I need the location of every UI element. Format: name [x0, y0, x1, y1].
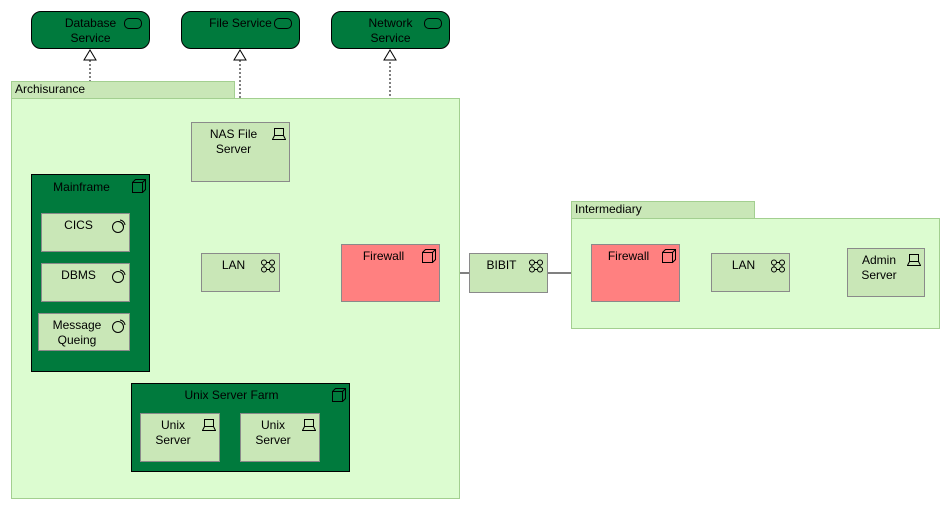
bibit-node[interactable]: BIBIT [469, 253, 548, 293]
file-service[interactable]: File Service [181, 11, 300, 49]
intermediary-group-label: Intermediary [575, 202, 642, 216]
admin-server-label: Admin Server [861, 253, 897, 282]
archisurance-group-tab[interactable]: Archisurance [11, 81, 235, 99]
message-queing-label: Message Queing [52, 318, 102, 347]
node-icon [332, 388, 346, 402]
database-service[interactable]: Database Service [31, 11, 150, 49]
admin-server-node[interactable]: Admin Server [847, 248, 925, 297]
lan-left-label: LAN [221, 258, 246, 272]
cics-node[interactable]: CICS [41, 213, 130, 252]
intermediary-group-tab[interactable]: Intermediary [571, 201, 755, 219]
service-icon [424, 18, 442, 29]
mainframe-label: Mainframe [53, 180, 110, 194]
dbms-node[interactable]: DBMS [41, 263, 130, 302]
database-service-label: Database Service [64, 16, 117, 45]
bibit-label: BIBIT [486, 258, 517, 272]
device-icon [202, 419, 216, 431]
archisurance-group-label: Archisurance [15, 82, 86, 96]
node-icon [422, 249, 436, 263]
firewall-left-label: Firewall [362, 249, 405, 263]
unix-server-2-node[interactable]: Unix Server [240, 413, 320, 462]
lan-right-node[interactable]: LAN [711, 253, 790, 292]
firewall-right-node[interactable]: Firewall [591, 244, 680, 302]
device-icon [907, 254, 921, 266]
nas-file-server[interactable]: NAS File Server [191, 122, 290, 182]
node-icon [132, 179, 146, 193]
system-software-icon [112, 319, 126, 333]
device-icon [302, 419, 316, 431]
unix-server-2-label: Unix Server [255, 418, 291, 447]
firewall-left-node[interactable]: Firewall [341, 244, 440, 302]
service-icon [124, 18, 142, 29]
cics-label: CICS [64, 218, 93, 232]
unix-server-farm-label: Unix Server Farm [184, 388, 279, 402]
network-service[interactable]: Network Service [331, 11, 450, 49]
message-queing-node[interactable]: Message Queing [38, 313, 130, 351]
communication-network-icon [771, 259, 785, 273]
nas-file-server-label: NAS File Server [209, 127, 258, 156]
unix-server-1-node[interactable]: Unix Server [140, 413, 220, 462]
file-service-label: File Service [209, 16, 272, 30]
system-software-icon [112, 269, 126, 283]
firewall-right-label: Firewall [607, 249, 650, 263]
unix-server-1-label: Unix Server [155, 418, 191, 447]
communication-network-icon [529, 259, 543, 273]
realization-nas-file [233, 49, 247, 122]
lan-left-node[interactable]: LAN [201, 253, 280, 292]
communication-network-icon [261, 259, 275, 273]
dbms-label: DBMS [61, 268, 96, 282]
lan-right-label: LAN [731, 258, 756, 272]
service-icon [274, 18, 292, 29]
device-icon [272, 128, 286, 140]
network-service-label: Network Service [368, 16, 413, 45]
node-icon [662, 249, 676, 263]
system-software-icon [112, 219, 126, 233]
